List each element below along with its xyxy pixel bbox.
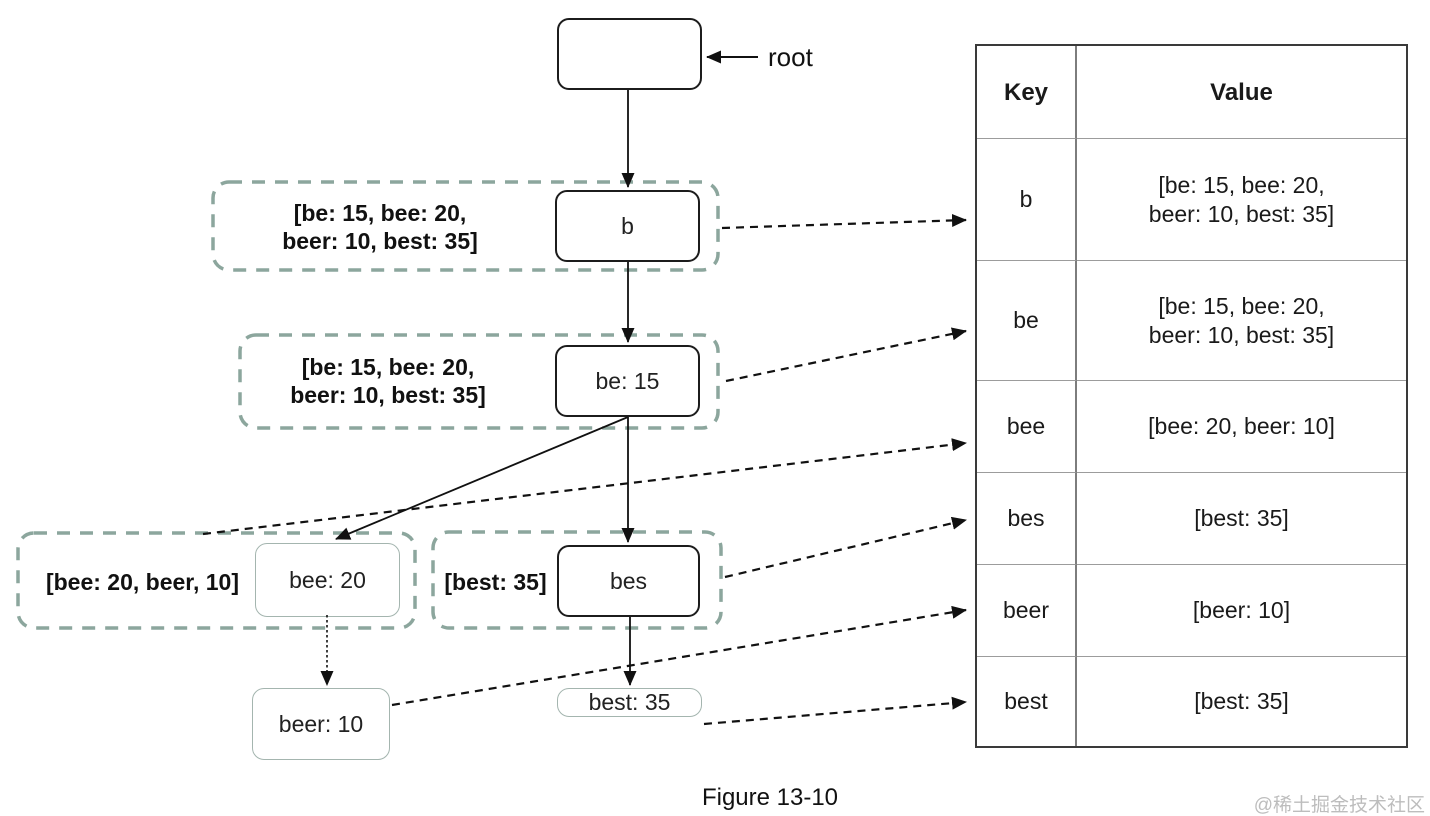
node-best: best: 35 <box>557 688 702 717</box>
watermark-text: @稀土掘金技术社区 <box>1253 795 1425 816</box>
annotation-be-line2: beer: 10, best: 35] <box>290 382 486 408</box>
node-b-label: b <box>621 212 634 239</box>
node-bee-label: bee: 20 <box>289 566 366 593</box>
link-b-to-table <box>721 213 967 230</box>
node-beer: beer: 10 <box>252 688 390 760</box>
table-row-beer-key: beer <box>977 564 1077 656</box>
annotation-be-line1: [be: 15, bee: 20, <box>301 354 475 380</box>
node-beer-label: beer: 10 <box>278 710 364 737</box>
table-row-best-key: best <box>977 656 1077 746</box>
table-row-bee-value: [bee: 20, beer: 10] <box>1077 380 1406 472</box>
node-be-label: be: 15 <box>595 367 660 394</box>
node-b: b <box>555 190 700 262</box>
node-root <box>557 18 702 90</box>
link-bes-to-table <box>724 516 967 579</box>
table-row-be-value-line1: [be: 15, bee: 20, <box>1158 292 1325 319</box>
table-row-b-value: [be: 15, bee: 20, beer: 10, best: 35] <box>1077 138 1406 260</box>
link-be-to-table <box>725 327 967 383</box>
table-row-beer-value: [beer: 10] <box>1077 564 1406 656</box>
table-row-bes-value: [best: 35] <box>1077 472 1406 564</box>
table-row-b-value-line2: beer: 10, best: 35] <box>1148 200 1335 227</box>
node-bee: bee: 20 <box>255 543 400 617</box>
table-row-best-value: [best: 35] <box>1077 656 1406 746</box>
root-pointer-label: root <box>768 42 813 72</box>
node-bes-label: bes <box>609 567 648 594</box>
table-row-b-key: b <box>977 138 1077 260</box>
node-best-label: best: 35 <box>588 689 671 715</box>
annotation-bes-text: [best: 35] <box>444 569 547 595</box>
annotation-b-line2: beer: 10, best: 35] <box>282 228 478 254</box>
figure-caption: Figure 13-10 <box>701 784 839 811</box>
table-row-be-value-line2: beer: 10, best: 35] <box>1148 321 1335 348</box>
link-bee-to-table <box>202 438 967 536</box>
table-row-be-key: be <box>977 260 1077 380</box>
annotation-bee-text: [bee: 20, beer, 10] <box>45 569 240 595</box>
table-header-key: Key <box>977 46 1077 138</box>
annotation-be-text: [be: 15, bee: 20, beer: 10, best: 35] <box>248 353 528 409</box>
table-row-be-value: [be: 15, bee: 20, beer: 10, best: 35] <box>1077 260 1406 380</box>
annotation-b-text: [be: 15, bee: 20, beer: 10, best: 35] <box>230 199 530 255</box>
key-value-table: Key Value b [be: 15, bee: 20, beer: 10, … <box>975 44 1408 748</box>
node-be: be: 15 <box>555 345 700 417</box>
annotation-b-line1: [be: 15, bee: 20, <box>293 200 467 226</box>
table-row-bee-key: bee <box>977 380 1077 472</box>
table-row-b-value-line1: [be: 15, bee: 20, <box>1158 171 1325 198</box>
table-row-bes-key: bes <box>977 472 1077 564</box>
node-bes: bes <box>557 545 700 617</box>
table-header-value: Value <box>1210 78 1273 106</box>
edge-be-to-bee <box>335 416 629 540</box>
link-best-to-table <box>703 696 967 726</box>
